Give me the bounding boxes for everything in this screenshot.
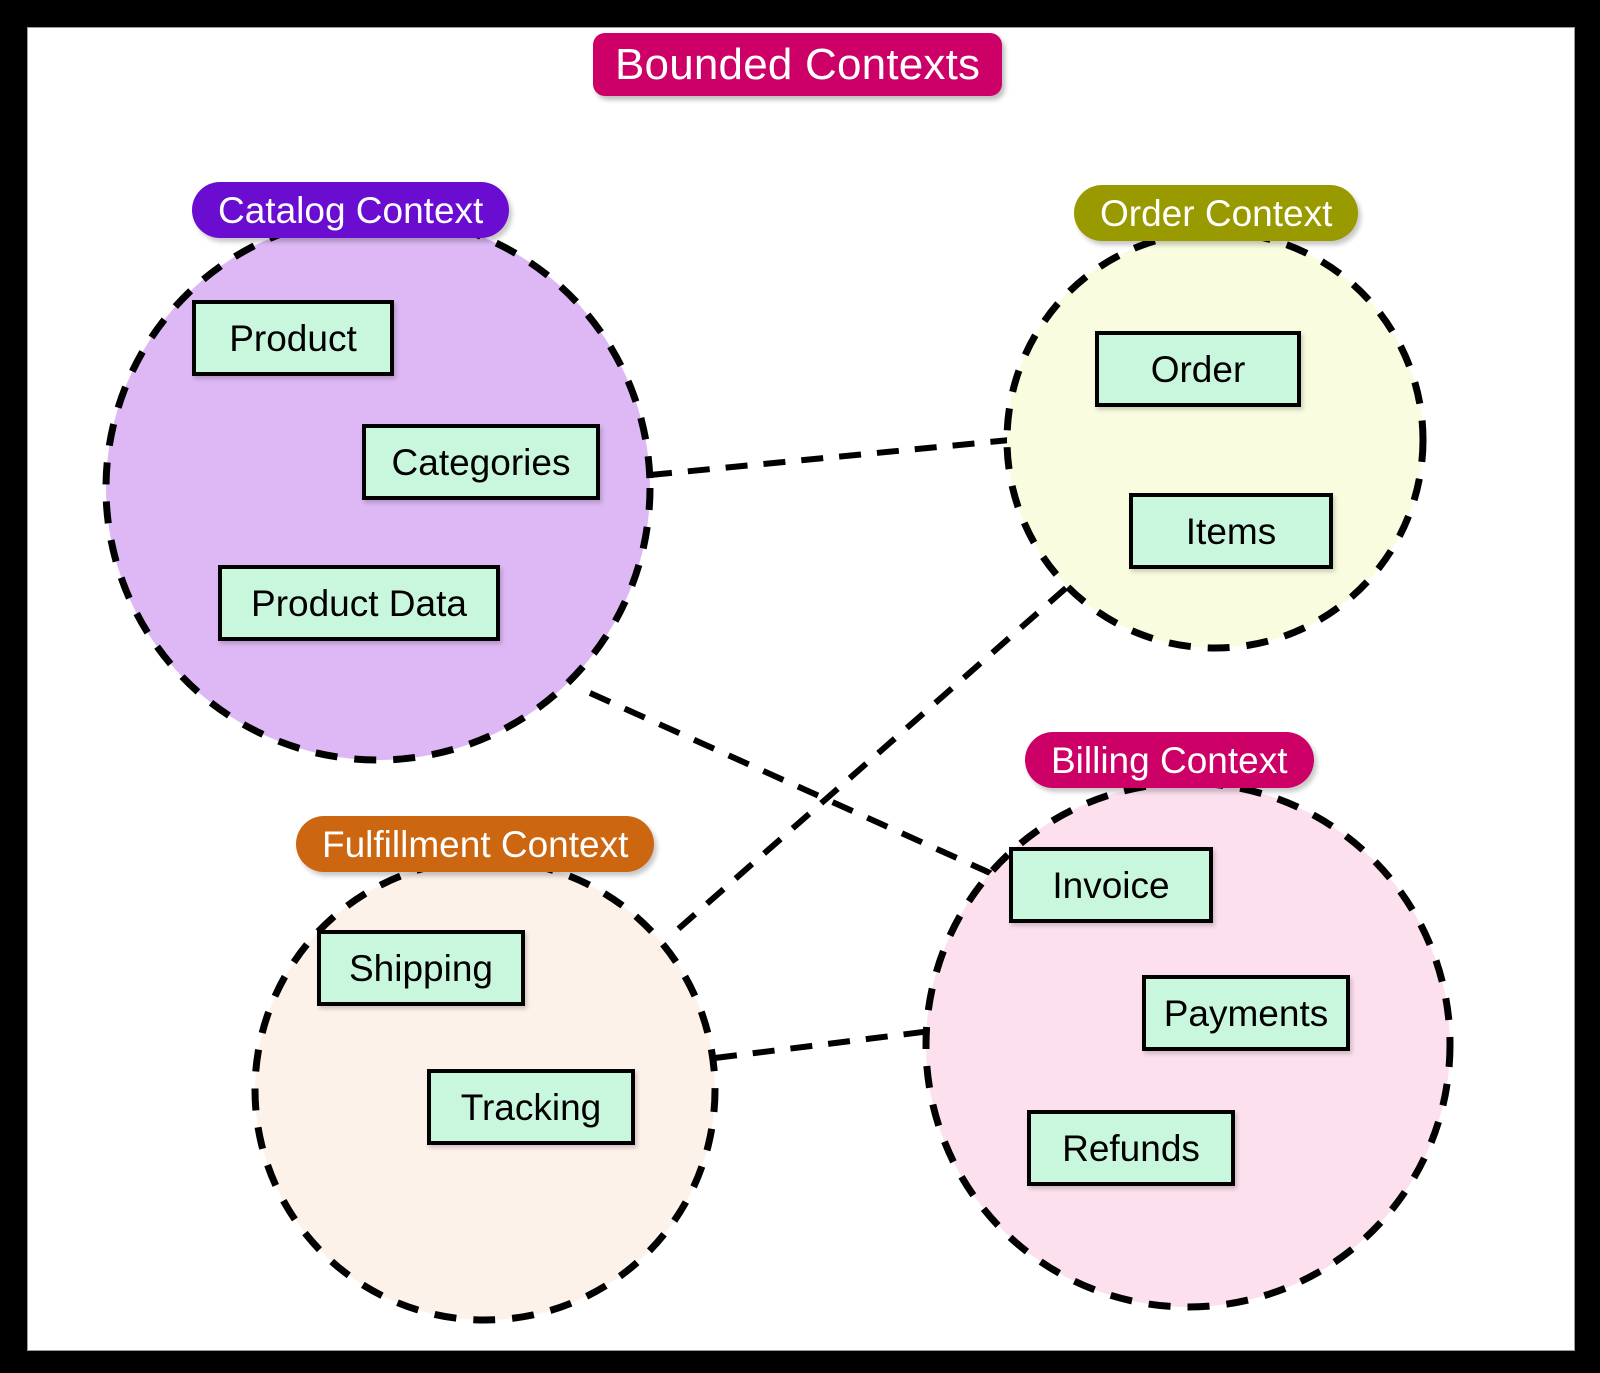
context-label-catalog[interactable]: Catalog Context (192, 182, 510, 238)
context-circle-order[interactable] (1003, 228, 1427, 652)
entity-box-items[interactable]: Items (1129, 493, 1333, 569)
entity-box-product-data[interactable]: Product Data (218, 565, 500, 641)
context-label-order[interactable]: Order Context (1074, 185, 1359, 241)
edge-order-fulfillment (666, 585, 1068, 941)
edge-fulfillment-billing (714, 1028, 932, 1061)
page-title: Bounded Contexts (593, 33, 1003, 96)
entity-box-tracking[interactable]: Tracking (427, 1069, 635, 1145)
context-label-fulfillment[interactable]: Fulfillment Context (296, 816, 655, 872)
edge-catalog-order (649, 437, 1011, 478)
entity-box-invoice[interactable]: Invoice (1009, 847, 1213, 923)
entity-box-refunds[interactable]: Refunds (1027, 1110, 1235, 1186)
entity-box-product[interactable]: Product (192, 300, 394, 376)
diagram-canvas: Bounded Contexts Catalog Context Product… (28, 28, 1574, 1350)
edge-catalog-billing (588, 690, 1030, 893)
entity-box-shipping[interactable]: Shipping (317, 930, 525, 1006)
entity-box-order[interactable]: Order (1095, 331, 1301, 407)
context-label-billing[interactable]: Billing Context (1025, 732, 1314, 788)
entity-box-categories[interactable]: Categories (362, 424, 600, 500)
entity-box-payments[interactable]: Payments (1142, 975, 1350, 1051)
